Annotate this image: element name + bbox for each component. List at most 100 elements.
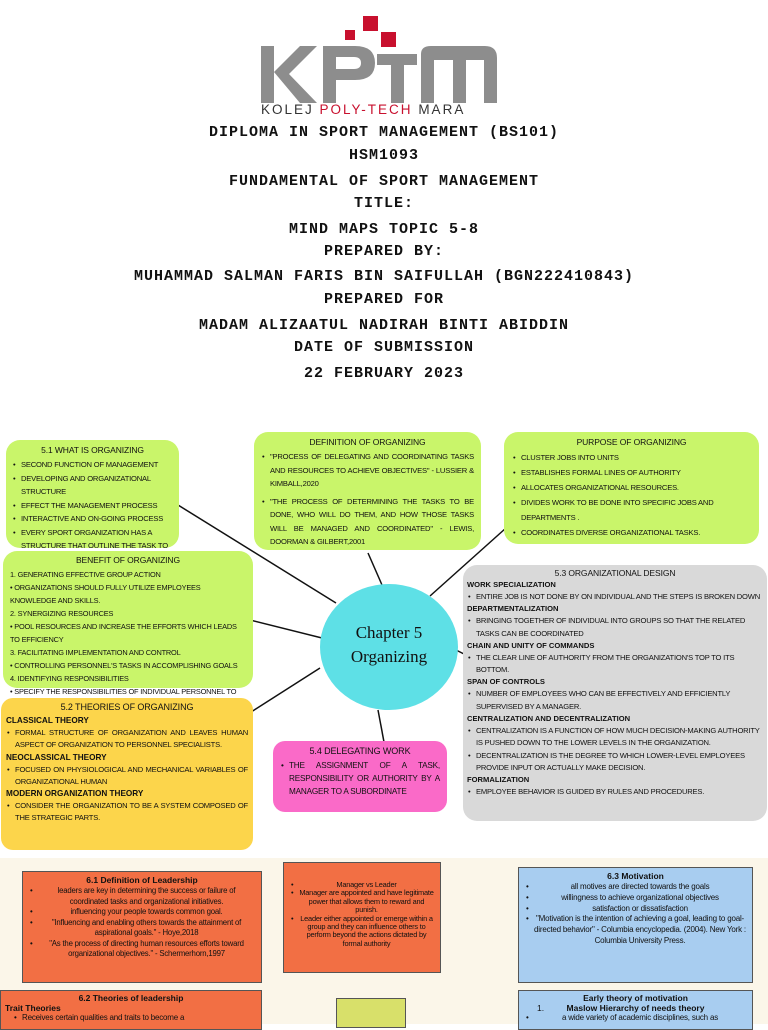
delegating-list: THE ASSIGNMENT OF A TASK, RESPONSIBILITY… xyxy=(280,759,440,798)
list-item: SECOND FUNCTION OF MANAGEMENT xyxy=(12,458,173,472)
purpose-of-organizing-box: PURPOSE OF ORGANIZING CLUSTER JOBS INTO … xyxy=(504,432,759,544)
list-item: ESTABLISHES FORMAL LINES OF AUTHORITY xyxy=(512,465,751,480)
benefit-line: • ORGANIZATIONS SHOULD FULLY UTILIZE EMP… xyxy=(10,583,201,605)
benefit-title: BENEFIT OF ORGANIZING xyxy=(75,555,180,565)
benefit-line: 1. GENERATING EFFECTIVE GROUP ACTION xyxy=(10,570,161,579)
cover-program: DIPLOMA IN SPORT MANAGEMENT (BS101) xyxy=(208,124,560,141)
leadership-definition-list: leaders are key in determining the succe… xyxy=(29,886,255,960)
leadership-definition-title: 6.1 Definition of Leadership xyxy=(86,875,198,885)
trait-theories-heading: Trait Theories xyxy=(5,1003,61,1013)
leadership-section: 6.1 Definition of Leadership leaders are… xyxy=(0,858,768,1030)
cover-date: 22 FEBRUARY 2023 xyxy=(303,365,465,382)
list-item: FORMAL STRUCTURE OF ORGANIZATION AND LEA… xyxy=(6,727,248,752)
list-item: DECENTRALIZATION IS THE DEGREE TO WHICH … xyxy=(467,750,763,775)
list-item: "PROCESS OF DELEGATING AND COORDINATING … xyxy=(261,450,474,491)
theories-of-organizing-box: 5.2 THEORIES OF ORGANIZING CLASSICAL THE… xyxy=(1,698,253,850)
mindmap-connectors xyxy=(177,504,507,743)
trait-theories-list: Receives certain qualities and traits to… xyxy=(5,1013,257,1023)
logo-tagline: KOLEJ POLY-TECH MARA xyxy=(261,102,466,117)
design-list: NUMBER OF EMPLOYEES WHO CAN BE EFFECTIVE… xyxy=(467,688,763,713)
list-item: CLUSTER JOBS INTO UNITS xyxy=(512,450,751,465)
modern-list: CONSIDER THE ORGANIZATION TO BE A SYSTEM… xyxy=(6,800,248,825)
classical-list: FORMAL STRUCTURE OF ORGANIZATION AND LEA… xyxy=(6,727,248,752)
manager-vs-leader-list: Manager vs Leader Manager are appointed … xyxy=(290,880,434,948)
motivation-list: all motives are directed towards the goa… xyxy=(525,882,746,947)
cover-course-name: FUNDAMENTAL OF SPORT MANAGEMENT xyxy=(228,173,540,190)
purpose-title: PURPOSE OF ORGANIZING xyxy=(576,437,687,447)
definition-of-organizing-box: DEFINITION OF ORGANIZING "PROCESS OF DEL… xyxy=(254,432,481,550)
cover-lecturer: MADAM ALIZAATUL NADIRAH BINTI ABIDDIN xyxy=(198,317,570,334)
maslow-heading: 1. Maslow Hierarchy of needs theory xyxy=(525,1003,746,1013)
list-item: leaders are key in determining the succe… xyxy=(29,886,255,907)
purpose-list: CLUSTER JOBS INTO UNITS ESTABLISHES FORM… xyxy=(512,450,751,540)
list-item: willingness to achieve organizational ob… xyxy=(525,893,746,904)
maslow-title: Maslow Hierarchy of needs theory xyxy=(566,1003,705,1013)
early-motivation-title: Early theory of motivation xyxy=(583,993,688,1003)
list-item: BRINGING TOGETHER OF INDIVIDUAL INTO GRO… xyxy=(467,615,763,640)
definition-list: "PROCESS OF DELEGATING AND COORDINATING … xyxy=(261,450,474,549)
neoclassical-theory-heading: NEOCLASSICAL THEORY xyxy=(6,752,107,762)
maslow-list: a wide variety of academic disciplines, … xyxy=(525,1013,746,1023)
cover-title-label: TITLE: xyxy=(353,195,414,212)
design-list: BRINGING TOGETHER OF INDIVIDUAL INTO GRO… xyxy=(467,615,763,640)
benefit-of-organizing-box: BENEFIT OF ORGANIZING 1. GENERATING EFFE… xyxy=(3,551,253,709)
list-item: all motives are directed towards the goa… xyxy=(525,882,746,893)
design-heading: CENTRALIZATION AND DECENTRALIZATION xyxy=(467,714,631,724)
design-heading: WORK SPECIALIZATION xyxy=(467,580,556,589)
early-motivation-box: Early theory of motivation 1. Maslow Hie… xyxy=(518,990,753,1030)
theories-leadership-title: 6.2 Theories of leadership xyxy=(78,993,184,1003)
design-heading: SPAN OF CONTROLS xyxy=(467,677,545,687)
list-item: ENTIRE JOB IS NOT DONE BY ON INDIVIDUAL … xyxy=(467,591,763,604)
benefit-line: 2. SYNERGIZING RESOURCES xyxy=(10,609,114,618)
cover-prepared-by-label: PREPARED BY: xyxy=(323,243,445,260)
list-item: CENTRALIZATION IS A FUNCTION OF HOW MUCH… xyxy=(467,725,763,750)
cover-author: MUHAMMAD SALMAN FARIS BIN SAIFULLAH (BGN… xyxy=(133,268,635,285)
center-line2: Organizing xyxy=(350,647,428,666)
list-item: "Influencing and enabling others towards… xyxy=(29,918,255,939)
list-item: satisfaction or dissatisfaction xyxy=(525,904,746,915)
list-item: "Motivation is the intention of achievin… xyxy=(525,914,746,946)
design-heading: DEPARTMENTALIZATION xyxy=(467,604,559,614)
list-item: THE ASSIGNMENT OF A TASK, RESPONSIBILITY… xyxy=(280,759,440,798)
maslow-number: 1. xyxy=(537,1003,545,1013)
list-item: COORDINATES DIVERSE ORGANIZATIONAL TASKS… xyxy=(512,525,751,540)
neoclassical-list: FOCUSED ON PHYSIOLOGICAL AND MECHANICAL … xyxy=(6,764,248,789)
list-item: ALLOCATES ORGANIZATIONAL RESOURCES. xyxy=(512,480,751,495)
design-list: THE CLEAR LINE OF AUTHORITY FROM THE ORG… xyxy=(467,652,763,677)
what-is-organizing-title: 5.1 WHAT IS ORGANIZING xyxy=(41,445,144,455)
motivation-title: 6.3 Motivation xyxy=(607,871,664,881)
delegating-work-box: 5.4 DELEGATING WORK THE ASSIGNMENT OF A … xyxy=(273,741,447,812)
list-item: INTERACTIVE AND ON-GOING PROCESS xyxy=(12,512,173,526)
benefit-line: 4. IDENTIFYING RESPONSIBILITIES xyxy=(10,674,129,683)
list-item: CONSIDER THE ORGANIZATION TO BE A SYSTEM… xyxy=(6,800,248,825)
cover-date-label: DATE OF SUBMISSION xyxy=(293,339,475,356)
list-item: EMPLOYEE BEHAVIOR IS GUIDED BY RULES AND… xyxy=(467,786,763,799)
organizational-design-box: 5.3 ORGANIZATIONAL DESIGN WORK SPECIALIZ… xyxy=(463,565,767,821)
list-item: DIVIDES WORK TO BE DONE INTO SPECIFIC JO… xyxy=(512,495,751,525)
design-list: EMPLOYEE BEHAVIOR IS GUIDED BY RULES AND… xyxy=(467,786,763,799)
logo: KOLEJ POLY-TECH MARA xyxy=(255,10,505,120)
motivation-box: 6.3 Motivation all motives are directed … xyxy=(518,867,753,983)
list-item: DEVELOPING AND ORGANIZATIONAL STRUCTURE xyxy=(12,472,173,499)
what-is-organizing-list: SECOND FUNCTION OF MANAGEMENT DEVELOPING… xyxy=(12,458,173,566)
delegating-title: 5.4 DELEGATING WORK xyxy=(309,746,411,756)
list-item: "THE PROCESS OF DETERMINING THE TASKS TO… xyxy=(261,495,474,549)
design-heading: FORMALIZATION xyxy=(467,775,530,785)
list-item: influencing your people towards common g… xyxy=(29,907,255,918)
list-item: Receives certain qualities and traits to… xyxy=(13,1013,257,1023)
what-is-organizing-box: 5.1 WHAT IS ORGANIZING SECOND FUNCTION O… xyxy=(6,440,179,564)
center-node: Chapter 5 Organizing xyxy=(320,584,458,710)
classical-theory-heading: CLASSICAL THEORY xyxy=(6,716,89,725)
design-list: CENTRALIZATION IS A FUNCTION OF HOW MUCH… xyxy=(467,725,763,774)
cover-title: MIND MAPS TOPIC 5-8 xyxy=(288,221,480,238)
modern-theory-heading: MODERN ORGANIZATION THEORY xyxy=(6,789,144,799)
list-item: "As the process of directing human resou… xyxy=(29,939,255,960)
list-item: FOCUSED ON PHYSIOLOGICAL AND MECHANICAL … xyxy=(6,764,248,789)
design-heading: CHAIN AND UNITY OF COMMANDS xyxy=(467,640,595,650)
list-item: a wide variety of academic disciplines, … xyxy=(525,1013,746,1023)
kptm-logo-graphic xyxy=(261,16,497,103)
benefit-line: 3. FACILITATING IMPLEMENTATION AND CONTR… xyxy=(10,648,181,657)
leadership-definition-box: 6.1 Definition of Leadership leaders are… xyxy=(22,871,262,983)
list-item: EFFECT THE MANAGEMENT PROCESS xyxy=(12,499,173,513)
list-item: NUMBER OF EMPLOYEES WHO CAN BE EFFECTIVE… xyxy=(467,688,763,713)
